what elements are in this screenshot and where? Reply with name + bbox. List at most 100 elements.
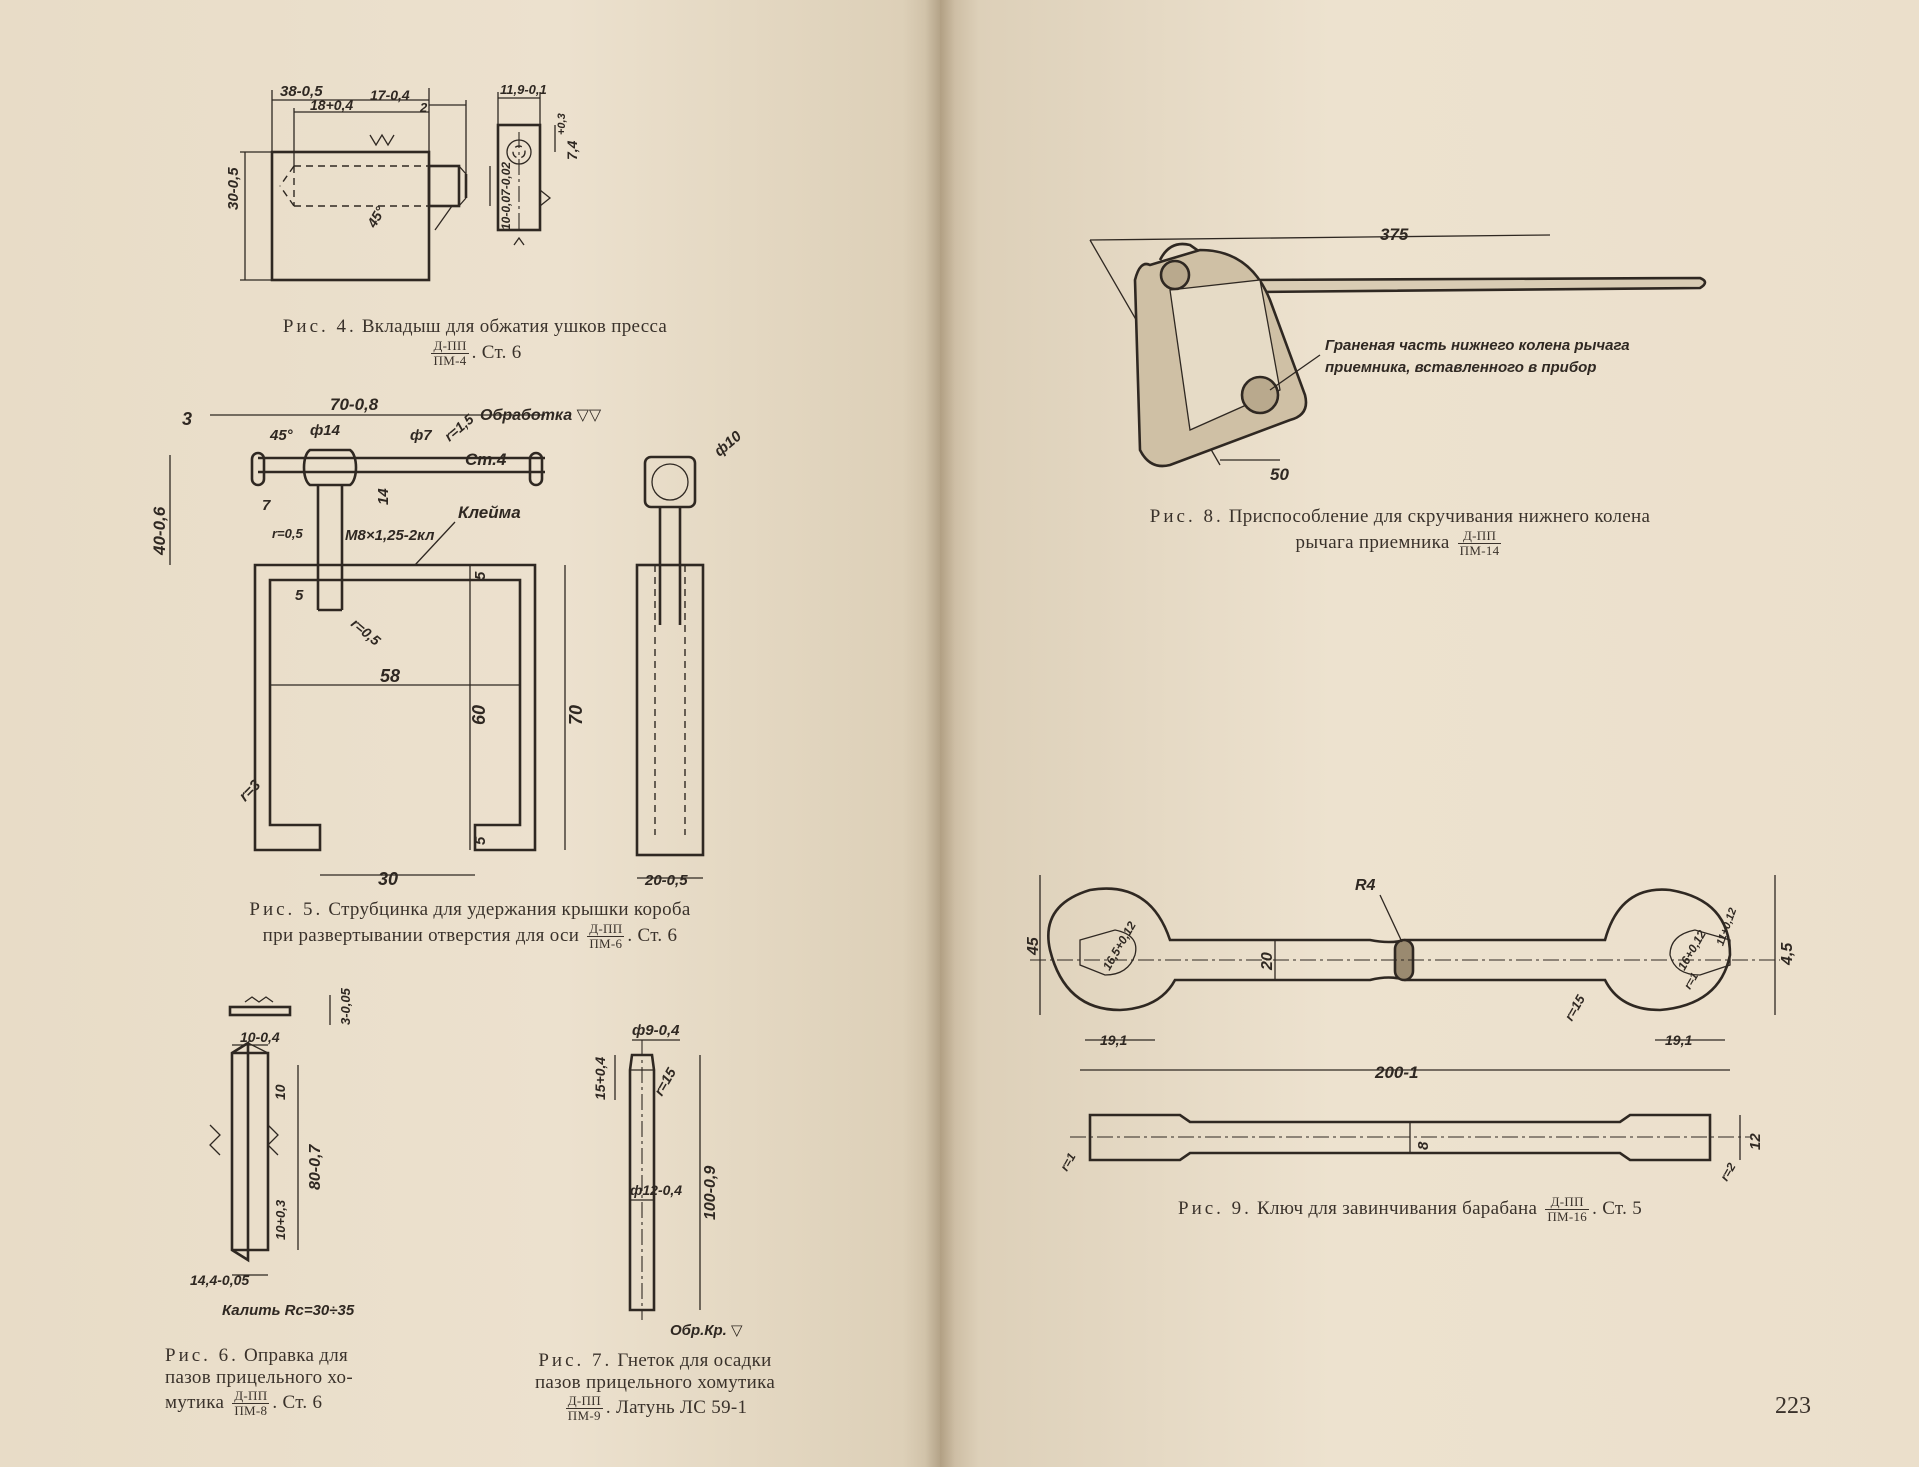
fig5-drawing: 3 70-0,8 45° ф14 ф7 r=1,5 Обработка ▽▽ С… [150,395,745,889]
fig8-dim-50: 50 [1270,465,1289,484]
fig6-dim-14-4: 14,4-0,05 [190,1272,249,1288]
fig6-line1: Оправка для [243,1345,349,1366]
fig7-dim-15: 15+0,4 [592,1057,608,1100]
fig6-label: Рис. 6. [165,1345,239,1366]
fig6-dim-10c: 10+0,3 [273,1199,288,1240]
fig9-dim-8: 8 [1415,1141,1432,1150]
fig9-dim-r1b: r=1 [1057,1150,1078,1173]
fig7-label: Рис. 7. [538,1350,613,1371]
fig5-kleima: Клейма [458,503,521,522]
fig5-dim-70: 70 [566,705,586,725]
fig9-dim-r15: r=15 [1561,992,1588,1024]
fig8-note2: приемника, вставленного в прибор [1325,359,1596,376]
fig8-line1: Приспособление для скручивания нижнего к… [1228,506,1651,527]
fig9-dim-r1a: r=1 [1682,971,1701,992]
fig5-dim-70-08: 70-0,8 [330,395,379,414]
fig5-dim-58: 58 [380,666,400,686]
fig5-dim-5c: 5 [295,587,304,604]
fig6-dim-3: 3-0,05 [338,987,353,1025]
fig9-dim-20: 20 [1259,952,1276,971]
fig5-line1: Струбцинка для удержания крышки короба [328,899,691,920]
fig5-thread: М8×1,25-2кл [345,527,435,544]
fig9-label: Рис. 9. [1178,1197,1252,1219]
fig9-dim-11: 11+0,12 [1715,906,1740,947]
fig9-dim-16: 16+0,12 [1675,928,1709,973]
fig9-dim-200: 200-1 [1374,1063,1418,1082]
fig5-dim-45deg: 45° [269,427,294,444]
fig6-dim-10a: 10-0,4 [240,1029,280,1045]
fig5-obrabotka: Обработка ▽▽ [480,407,602,424]
right-page [940,0,1919,1467]
fig4-drawing: 38-0,5 18+0,4 17-0,4 2 30-0,5 10-0,07-0,… [225,82,580,282]
fig4-dim-tol: +0,3 [556,113,568,135]
fig8-dim-375: 375 [1380,225,1409,244]
fig5-dim-r15: r=1,5 [441,411,477,445]
fig7-dim-f9: ф9-0,4 [632,1022,680,1039]
fig9-dim-19-1b: 19,1 [1665,1032,1692,1048]
fig4-dim-18: 18+0,4 [310,97,353,113]
fig9-text: Ключ для завинчивания барабана [1256,1197,1538,1219]
fig6-caption: Рис. 6. Оправка для пазов прицельного хо… [165,1345,425,1418]
fig4-suffix: . Ст. 6 [471,341,522,363]
fig4-dim-30: 30-0,5 [225,167,242,210]
fig7-dim-100: 100-0,9 [702,1166,719,1220]
fig4-dim-38: 38-0,5 [280,83,323,100]
fig5-line2: при развертывании отверстия для оси [262,924,580,946]
fig9-dim-16-5: 16,5+0,12 [1100,919,1139,973]
fig5-dim-7: 7 [262,497,271,514]
book-gutter [925,0,955,1467]
fig4-dim-45: 45° [363,203,388,231]
fig8-label: Рис. 8. [1149,506,1224,527]
fig8-drawing: 375 50 Граненая часть нижнего колена рыч… [1089,225,1707,484]
fig9-dim-19-1a: 19,1 [1100,1032,1127,1048]
fig5-dim-f7: ф7 [410,427,432,444]
fig5-dim-30: 30 [378,869,398,889]
fig4-label: Рис. 4. [282,316,357,337]
fig9-suffix: . Ст. 5 [1592,1197,1642,1219]
fig6-suffix: . Ст. 6 [272,1391,323,1413]
fig9-dim-45: 45 [1025,936,1042,956]
fig5-st4: Ст.4 [465,450,507,469]
fig5-dim-5b: 5 [472,836,489,845]
fig5-dim-60: 60 [469,705,489,725]
fig5-dim-20: 20-0,5 [644,872,688,889]
fig9-dim-12: 12 [1747,1133,1764,1150]
fig5-dim-14: 14 [375,488,392,505]
fig8-line2: рычага приемника [1295,531,1450,553]
fig4-dim-2: 2 [419,100,428,115]
fig7-caption: Рис. 7. Гнеток для осадки пазов прицельн… [495,1350,815,1423]
fig5-dim-5a: 5 [472,571,489,580]
fig7-obrkr: Обр.Кр. ▽ [670,1322,743,1339]
fig5-suffix: . Ст. 6 [627,924,678,946]
fig5-caption: Рис. 5. Струбцинка для удержания крышки … [170,898,770,951]
fig5-dim-r3: r=3 [236,776,265,805]
fig4-dim-7-4: 7,4 [564,140,580,160]
fig6-line3: мутика [165,1391,225,1413]
page-number: 223 [1775,1393,1811,1419]
fig4-text: Вкладыш для обжатия ушков пресса [361,316,668,337]
fig6-dim-80: 80-0,7 [307,1144,324,1190]
fig9-dim-R4: R4 [1355,877,1376,894]
fig5-dim-f10: ф10 [711,427,745,460]
fig7-line1: Гнеток для осадки [617,1350,772,1371]
fig5-label: Рис. 5. [249,899,324,920]
fig7-line2: пазов прицельного хомутика [534,1372,776,1393]
fig9-dim-r2: r=2 [1717,1160,1738,1183]
fig5-dim-f14: ф14 [310,422,341,439]
fig6-line2: пазов прицельного хо- [165,1367,353,1388]
fig5-dim-3: 3 [182,409,192,429]
fig9-caption: Рис. 9. Ключ для завинчивания барабана Д… [1100,1195,1720,1224]
fig4-dim-17: 17-0,4 [370,87,410,103]
fig6-drawing: 3-0,05 10-0,4 10 80-0,7 10+0,3 14,4-0,05… [190,987,355,1319]
fig8-caption: Рис. 8. Приспособление для скручивания н… [1060,505,1740,558]
fig5-dim-40: 40-0,6 [150,506,169,556]
fig6-dim-10b: 10 [272,1084,288,1100]
fig4-dim-10: 10-0,07-0,02 [499,162,513,230]
fig9-dim-4-5: 4,5 [1779,942,1796,966]
